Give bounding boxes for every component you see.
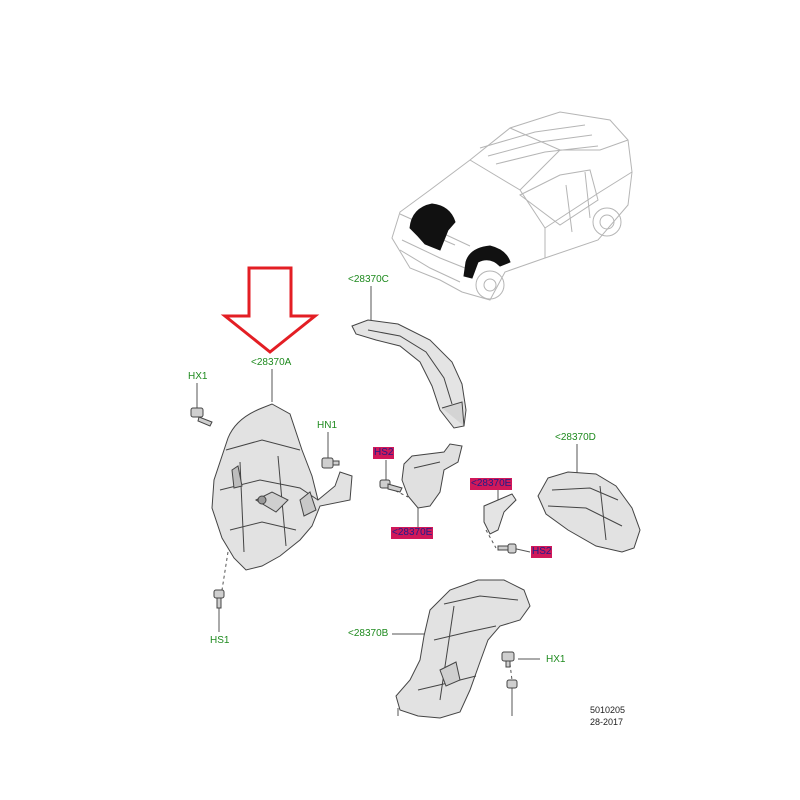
label-28370E-2: <28370E bbox=[470, 478, 513, 490]
red-arrow bbox=[220, 266, 320, 354]
label-28370D: <28370D bbox=[555, 432, 596, 443]
footer-date: 28-2017 bbox=[590, 717, 624, 727]
screw-hs2-bottom bbox=[497, 543, 517, 554]
screw-hs2-top bbox=[379, 479, 403, 493]
label-hs2-top: HS2 bbox=[373, 447, 395, 459]
label-hs2-bottom: HS2 bbox=[531, 546, 553, 558]
part-28370E-bracket bbox=[401, 443, 463, 509]
label-hx1-bottom: HX1 bbox=[546, 654, 566, 665]
label-28370E-1: <28370E bbox=[391, 527, 434, 539]
screw-hx1-bottom bbox=[501, 651, 515, 668]
label-hs1: HS1 bbox=[210, 635, 230, 646]
label-28370C: <28370C bbox=[348, 274, 389, 285]
label-28370B: <28370B bbox=[348, 628, 389, 639]
screw-hs1 bbox=[213, 589, 225, 609]
part-28370D bbox=[537, 471, 641, 553]
vehicle-highlight-liners bbox=[409, 203, 511, 279]
label-hn1: HN1 bbox=[317, 420, 338, 431]
nut-hn1 bbox=[321, 457, 340, 469]
footer-code: 5010205 bbox=[590, 705, 626, 715]
part-28370B bbox=[395, 579, 531, 719]
label-hx1-top: HX1 bbox=[188, 371, 208, 382]
part-28370E-small-bracket bbox=[483, 493, 517, 535]
screw-hx1-top bbox=[190, 407, 213, 427]
part-28370C bbox=[351, 319, 467, 429]
part-28370A bbox=[211, 403, 353, 571]
clip bbox=[506, 679, 518, 689]
label-28370A: <28370A bbox=[251, 357, 292, 368]
